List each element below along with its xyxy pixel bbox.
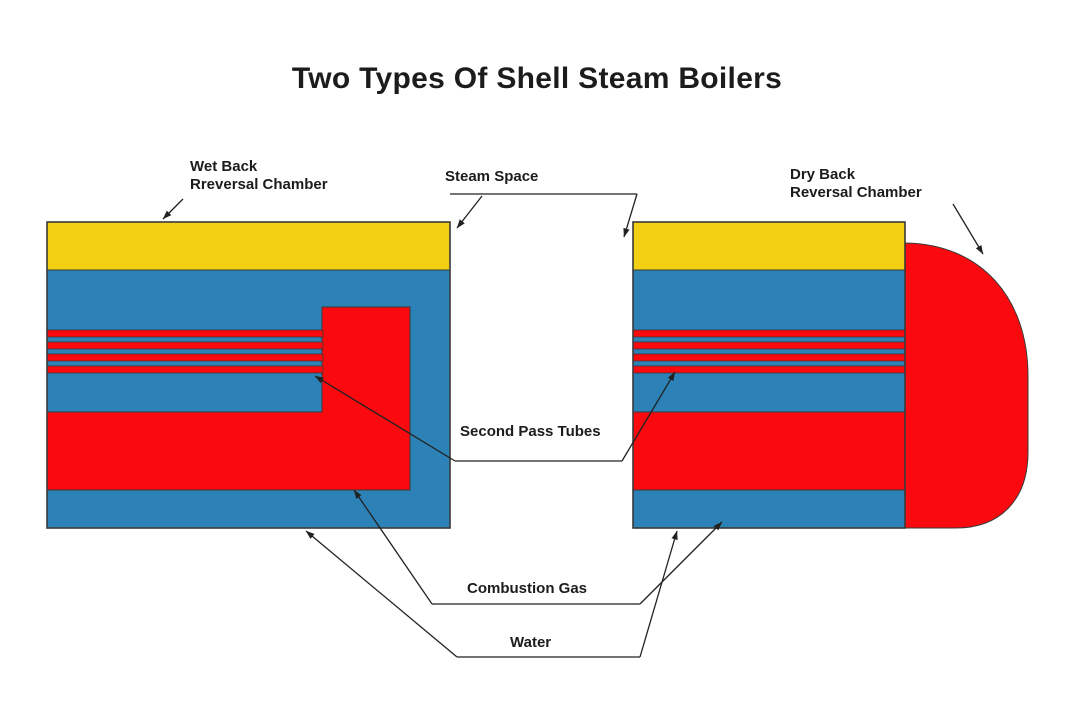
wet-back-leader-arrow [162,198,184,220]
right-shell-outline [632,221,906,529]
steam-space-leader-right-arrow [623,193,638,238]
water-leader-right-arrow [639,530,678,658]
water-label: Water [510,634,552,651]
left-second-pass-tube [46,341,324,350]
combustion-gas-label: Combustion Gas [467,580,588,597]
leader-lines [162,193,984,658]
combustion-gas-leader-left-arrow [353,489,433,605]
dry-back-reversal-chamber [904,242,1029,529]
right-second-pass-tube [632,329,906,338]
second-pass-tubes-label: Second Pass Tubes [460,423,601,440]
left-second-pass-tube [46,329,324,338]
dry-back-leader-arrow [952,203,984,255]
left-boiler [46,221,451,529]
left-second-pass-tube [46,365,324,374]
left-steam-space [46,221,451,271]
steam-space-label: Steam Space [445,168,539,185]
left-second-pass-tube [46,353,324,362]
right-boiler [632,221,1029,529]
right-second-pass-tube [632,365,906,374]
water-leader-left-arrow [305,530,458,658]
dry-back-label: Dry Back Reversal Chamber [790,166,922,201]
second-pass-leader-right-arrow [621,371,676,462]
combustion-gas-leader-right-arrow [639,521,723,605]
second-pass-leader-left-arrow [314,375,456,462]
wet-back-label: Wet Back Rreversal Chamber [190,158,328,193]
steam-space-leader-left-arrow [456,195,483,229]
right-steam-space [632,221,906,271]
left-shell-outline [46,221,451,529]
right-second-pass-tube [632,353,906,362]
right-furnace [632,411,906,491]
diagram-title: Two Types Of Shell Steam Boilers [291,62,783,95]
right-second-pass-tube [632,341,906,350]
